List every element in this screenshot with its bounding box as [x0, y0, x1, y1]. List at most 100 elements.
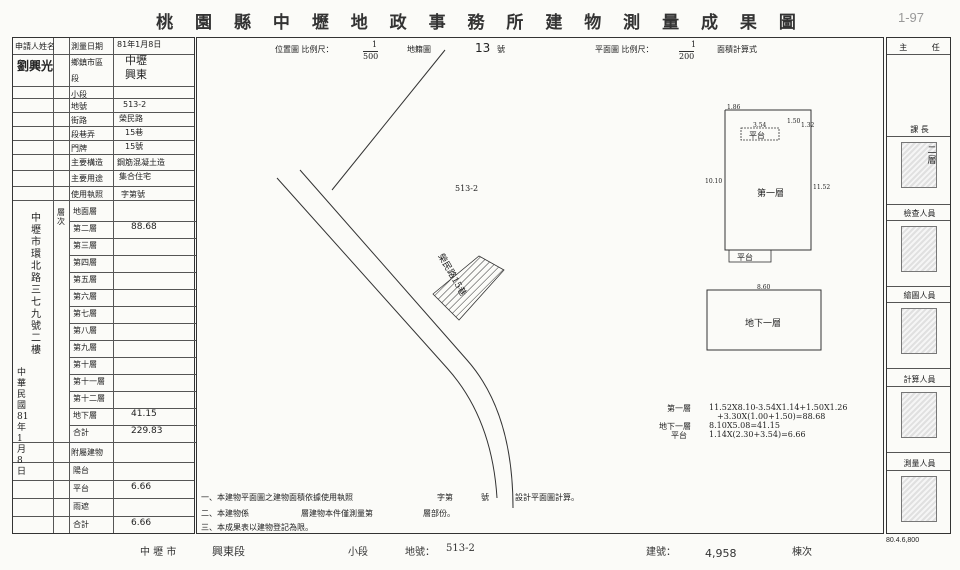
floor-label: 第八層	[73, 326, 97, 335]
subsection-label: 小段	[71, 90, 87, 99]
floor-area: 229.83	[131, 426, 163, 436]
basement-label: 地下一層	[745, 319, 782, 329]
map-sheet-label: 地籍圖	[407, 45, 431, 54]
calc-label-1: 第一層	[667, 404, 691, 413]
floor-label: 第九層	[73, 343, 97, 352]
road-label: 街路	[71, 116, 87, 125]
township-value: 中壢	[125, 54, 147, 67]
footer-lot-label: 地號：	[405, 547, 435, 558]
head-cell: 主 任	[887, 42, 952, 53]
lot-value: 513-2	[123, 100, 147, 109]
remark-1d: 設計平面圖計算。	[515, 493, 579, 502]
township-label: 鄉鎮市區	[71, 58, 103, 67]
calc-line-3: 1.14X(2.30+3.54)=6.66	[709, 430, 806, 439]
door-label: 門牌	[71, 144, 87, 153]
road-value: 榮民路	[119, 114, 143, 123]
section-value: 興東	[125, 68, 147, 81]
site-plan-svg	[276, 49, 822, 509]
plan-suffix: 面積計算式	[717, 45, 757, 54]
attached-header: 附屬建物	[71, 448, 103, 457]
seal-surveyor	[901, 476, 937, 522]
dim-side-2: 10.10	[705, 178, 723, 185]
map-sheet-no: 13	[475, 41, 491, 55]
surveyor-label: 測量人員	[903, 459, 936, 468]
floor-label: 第二層	[73, 224, 97, 233]
floor-area: 41.15	[131, 409, 157, 419]
building-info-table: 申請人姓名 劉興光 測量日期 81年1月8日 鄉鎮市區 中壢 段 興東 小段 地…	[12, 37, 196, 534]
platform-label: 平台	[749, 131, 765, 140]
floor-label: 地面層	[73, 207, 97, 216]
survey-date-label: 測量日期	[71, 42, 103, 51]
map-sheet-suffix: 號	[497, 45, 505, 54]
inspector-label: 檢查人員	[903, 209, 936, 218]
remark-2c: 層部份。	[423, 509, 455, 518]
lot-label: 地號	[71, 102, 87, 111]
head-right: 任	[931, 43, 940, 52]
floor-label: 地下層	[73, 411, 97, 420]
owner-address-vertical: 中壢市環北路三七九號二樓	[31, 213, 41, 356]
dim-top-4: 1.32	[801, 122, 815, 129]
attached-label: 陽台	[73, 466, 89, 475]
remark-2: 二、本建物係	[201, 509, 249, 518]
footer-section: 興東段	[212, 545, 245, 558]
scale-plan-label: 平面圖 比例尺：	[595, 45, 654, 54]
footer-lot-value: 513-2	[446, 543, 475, 554]
platform2-label: 平台	[737, 253, 753, 262]
floor2-note: 二層	[927, 146, 937, 166]
permit-label: 使用執照	[71, 190, 103, 199]
dim-top-2: 3.54	[753, 122, 767, 129]
door-value: 15號	[125, 142, 144, 151]
section-label: 段	[71, 74, 79, 83]
head-left: 主	[899, 43, 908, 52]
remark-1b: 字第	[437, 493, 453, 502]
seal-draftsman	[901, 308, 937, 354]
calc-line-1: 11.52X8.10-3.54X1.14+1.50X1.26	[709, 403, 848, 412]
floor-label: 第三層	[73, 241, 97, 250]
lot-on-map: 513-2	[455, 184, 479, 193]
dim-top-3: 1.50	[787, 118, 801, 125]
calc-line-1b: +3.30X(1.00+1.50)=88.68	[717, 412, 826, 421]
footer-page-label: 棟次	[792, 547, 812, 558]
section-chief-label: 課 長	[910, 125, 929, 134]
floor-label: 第十一層	[73, 377, 105, 386]
floor-label: 第四層	[73, 258, 97, 267]
seal-inspector	[901, 226, 937, 272]
footer-subsection: 小段	[348, 547, 368, 558]
footer-building-no-label: 建號：	[646, 547, 676, 558]
calc-label-3: 平台	[671, 431, 687, 440]
attached-area: 6.66	[131, 518, 152, 528]
floors-header: 層次	[57, 208, 65, 226]
structure-label: 主要構造	[71, 158, 103, 167]
lane-value: 15巷	[125, 128, 144, 137]
date-vertical: 中華民國81年1月8日	[17, 368, 29, 477]
floor-label: 第十層	[73, 360, 97, 369]
draftsman-label: 繪圖人員	[903, 291, 936, 300]
structure-value: 鋼筋混凝土造	[117, 158, 165, 167]
attached-label: 平台	[73, 484, 89, 493]
page-title: 桃 園 縣 中 壢 地 政 事 務 所 建 物 測 量 成 果 圖	[156, 13, 804, 33]
lane-label: 段巷弄	[71, 130, 95, 139]
remark-3: 三、本成果表以建物登記為限。	[201, 523, 313, 532]
scale-site-den: 500	[363, 51, 379, 61]
floor-area: 88.68	[131, 222, 157, 232]
form-code: 80.4.6,800	[886, 537, 920, 544]
floor1-label: 第一層	[757, 189, 785, 199]
floor-label: 第六層	[73, 292, 97, 301]
floor-label: 第七層	[73, 309, 97, 318]
attached-label: 雨遮	[73, 502, 89, 511]
corner-number: 1-97	[898, 10, 925, 25]
floor-label: 合計	[73, 428, 89, 437]
seal-calculator	[901, 392, 937, 438]
dim-side-1: 11.52	[813, 184, 831, 191]
dim-top-1: 1.86	[727, 104, 741, 111]
scale-plan-den: 200	[679, 51, 695, 61]
footer-building-no-value: 4,958	[705, 547, 737, 560]
floor-label: 第五層	[73, 275, 97, 284]
remark-1: 一、本建物平面圖之建物面積依據使用執照	[201, 493, 353, 502]
remark-2b: 層建物本件僅測量第	[301, 509, 373, 518]
seal-section-chief	[901, 142, 937, 188]
attached-label: 合計	[73, 520, 89, 529]
calc-label-2: 地下一層	[659, 422, 691, 431]
calculator-label: 計算人員	[903, 375, 936, 384]
scale-site-label: 位置圖 比例尺：	[275, 45, 334, 54]
